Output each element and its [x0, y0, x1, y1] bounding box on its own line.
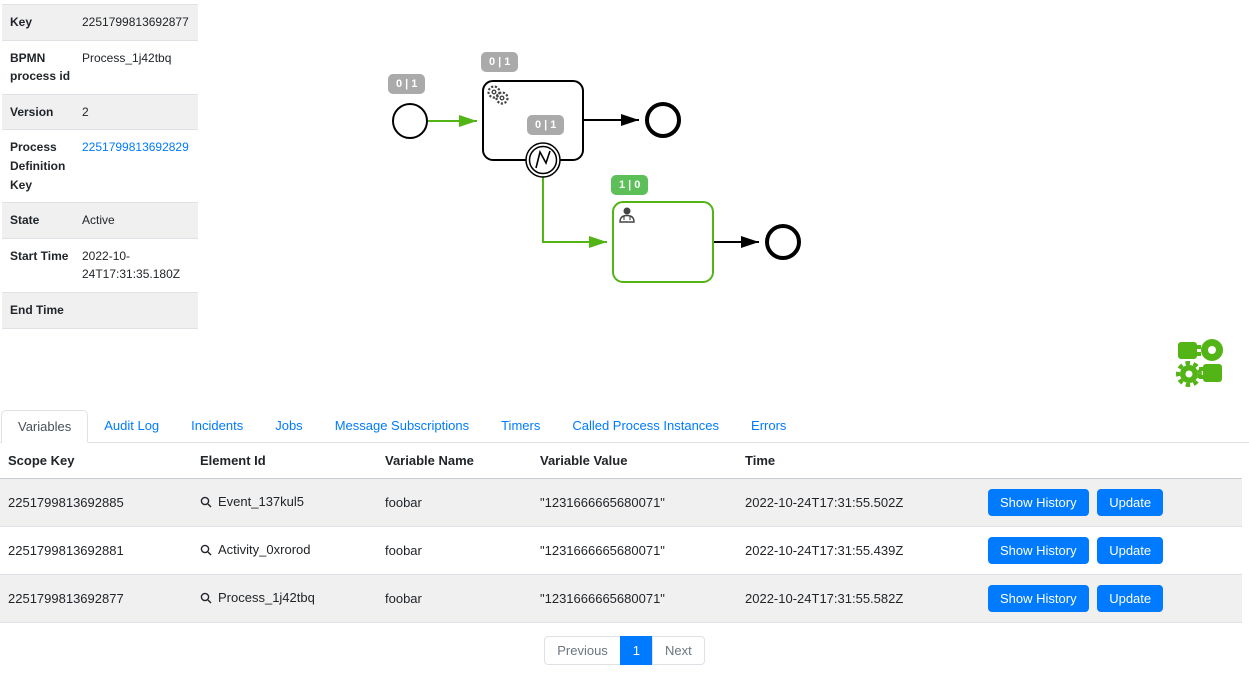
magnifier-icon [200, 544, 212, 556]
user-task-count-badge: 1 | 0 [611, 175, 649, 196]
bpmn-io-logo[interactable] [1176, 337, 1226, 387]
element-id-link[interactable]: Activity_0xrorod [200, 542, 310, 557]
pagination: Previous 1 Next [544, 636, 705, 665]
end-event-top[interactable] [645, 102, 681, 138]
variable-name-cell: foobar [385, 495, 422, 510]
variable-value-cell: "1231666665680071" [540, 495, 665, 510]
detail-label: BPMN process id [10, 50, 71, 84]
column-header-variable-name: Variable Name [377, 443, 532, 479]
boundary-event-count-badge: 0 | 1 [527, 115, 565, 136]
start-event-count-badge: 0 | 1 [388, 74, 426, 95]
detail-value: 2251799813692877 [82, 15, 189, 29]
process-definition-key-link[interactable]: 2251799813692829 [82, 140, 189, 155]
detail-value: 2022-10-24T17:31:35.180Z [82, 248, 181, 282]
tab-jobs[interactable]: Jobs [275, 418, 303, 433]
update-button[interactable]: Update [1097, 489, 1164, 516]
show-history-button[interactable]: Show History [988, 489, 1089, 516]
element-id-text: Event_137kul5 [218, 494, 305, 510]
detail-label: Process Definition Key [10, 140, 66, 192]
bpmn-diagram-canvas[interactable]: 0 | 1 0 | 1 0 | 1 1 | 0 [375, 50, 815, 295]
tab-errors[interactable]: Errors [751, 418, 787, 433]
boundary-event-inner-ring [528, 145, 558, 175]
detail-label: Version [10, 104, 54, 119]
instance-detail-tabs-section: Variables Audit Log Incidents Jobs Messa… [0, 410, 1249, 665]
variables-table-header: Scope Key Element Id Variable Name Varia… [0, 443, 1242, 479]
service-task-count-badge: 0 | 1 [481, 52, 519, 73]
end-event-bottom[interactable] [765, 224, 801, 260]
column-header-element-id: Element Id [192, 443, 377, 479]
magnifier-icon [200, 592, 212, 604]
bpmn-diagram-svg [392, 80, 801, 283]
state-value: Active [82, 213, 115, 228]
table-row: 2251799813692881 Activity_0xrorod foobar… [0, 526, 1242, 575]
detail-row-key: Key 2251799813692877 [2, 4, 198, 40]
time-cell: 2022-10-24T17:31:55.439Z [745, 543, 904, 558]
tab-message-subscriptions[interactable]: Message Subscriptions [334, 418, 470, 433]
pagination-next[interactable]: Next [652, 636, 705, 665]
boundary-event[interactable] [525, 142, 561, 178]
detail-label: End Time [10, 302, 64, 317]
tab-timers[interactable]: Timers [501, 418, 541, 433]
column-header-variable-value: Variable Value [532, 443, 737, 479]
detail-row-start-time: Start Time 2022-10-24T17:31:35.180Z [2, 237, 198, 292]
element-id-text: Activity_0xrorod [218, 542, 311, 558]
show-history-button[interactable]: Show History [988, 537, 1089, 564]
update-button[interactable]: Update [1097, 537, 1164, 564]
show-history-button[interactable]: Show History [988, 585, 1089, 612]
time-cell: 2022-10-24T17:31:55.502Z [745, 495, 904, 510]
detail-label: State [10, 213, 40, 228]
detail-row-bpmn-process-id: BPMN process id Process_1j42tbq [2, 39, 198, 94]
column-header-time: Time [737, 443, 980, 479]
table-row: 2251799813692885 Event_137kul5 foobar "1… [0, 478, 1242, 527]
detail-row-version: Version 2 [2, 93, 198, 130]
element-id-link[interactable]: Process_1j42tbq [200, 590, 315, 605]
column-header-actions [980, 443, 1242, 479]
detail-row-process-definition-key: Process Definition Key 2251799813692829 [2, 129, 198, 202]
detail-value: Process_1j42tbq [82, 50, 172, 65]
tab-variables[interactable]: Variables [1, 410, 89, 443]
time-cell: 2022-10-24T17:31:55.582Z [745, 591, 904, 606]
pagination-previous[interactable]: Previous [544, 636, 621, 665]
detail-label: Start Time [10, 248, 69, 263]
detail-row-end-time: End Time [2, 291, 198, 329]
detail-label: Key [10, 15, 33, 29]
tab-incidents[interactable]: Incidents [191, 418, 244, 433]
variable-name-cell: foobar [385, 591, 422, 606]
tab-audit-log[interactable]: Audit Log [104, 418, 160, 433]
update-button[interactable]: Update [1097, 585, 1164, 612]
tab-bar: Variables Audit Log Incidents Jobs Messa… [0, 410, 1249, 443]
person-icon [619, 207, 635, 223]
variable-value-cell: "1231666665680071" [540, 543, 665, 558]
element-id-link[interactable]: Event_137kul5 [200, 494, 304, 509]
variable-value-cell: "1231666665680071" [540, 591, 665, 606]
detail-value [82, 301, 190, 320]
tab-called-process-instances[interactable]: Called Process Instances [572, 418, 720, 433]
pagination-page-1[interactable]: 1 [619, 636, 654, 665]
sequence-flow-boundary-to-usertask [542, 177, 607, 248]
scope-key-cell: 2251799813692877 [8, 591, 124, 606]
column-header-scope-key: Scope Key [0, 443, 192, 479]
variables-table: Scope Key Element Id Variable Name Varia… [0, 443, 1242, 623]
instance-details-panel: Key 2251799813692877 BPMN process id Pro… [2, 4, 198, 329]
user-task[interactable] [612, 201, 714, 283]
scope-key-cell: 2251799813692885 [8, 495, 124, 510]
magnifier-icon [200, 496, 212, 508]
error-lightning-icon [535, 149, 551, 169]
gears-icon [487, 85, 509, 105]
detail-value: 2 [82, 104, 89, 119]
detail-row-state: State Active [2, 202, 198, 238]
scope-key-cell: 2251799813692881 [8, 543, 124, 558]
table-row: 2251799813692877 Process_1j42tbq foobar … [0, 574, 1242, 623]
start-event[interactable] [392, 103, 428, 139]
element-id-text: Process_1j42tbq [218, 590, 315, 606]
variable-name-cell: foobar [385, 543, 422, 558]
